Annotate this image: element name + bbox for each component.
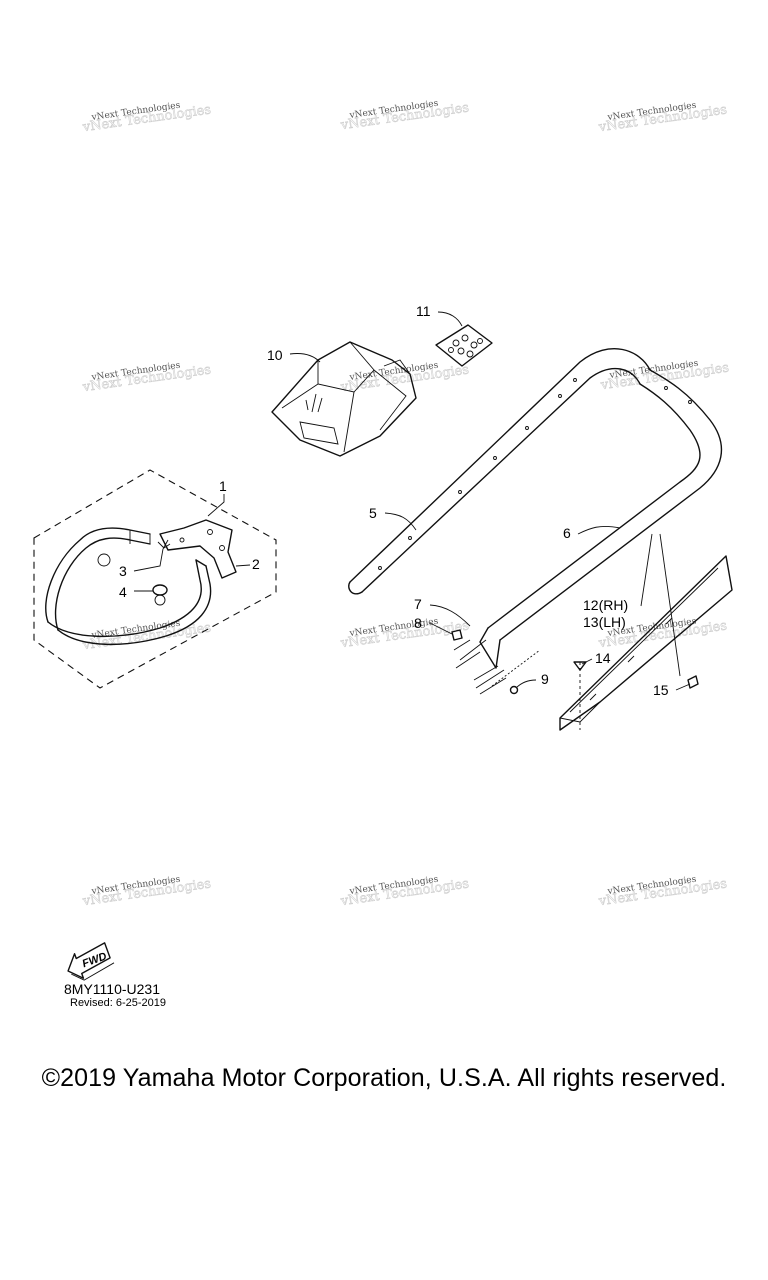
hardware-parts bbox=[451, 629, 699, 730]
callout-15: 15 bbox=[653, 682, 669, 698]
leader-12 bbox=[640, 533, 653, 607]
copyright-notice: ©2019 Yamaha Motor Corporation, U.S.A. A… bbox=[41, 1064, 727, 1092]
part-10-basket bbox=[271, 341, 417, 457]
leader-1 bbox=[207, 494, 225, 517]
leader-9 bbox=[515, 679, 537, 689]
watermark: vNext Technologies vNext Technologies bbox=[599, 359, 731, 394]
callout-2: 2 bbox=[252, 556, 260, 572]
watermark: vNext Technologies vNext Technologies bbox=[597, 875, 729, 910]
part-5-main-rail bbox=[348, 347, 651, 595]
leader-15 bbox=[675, 683, 691, 691]
revised-date: Revised: 6-25-2019 bbox=[70, 997, 167, 1009]
leader-5 bbox=[384, 512, 417, 531]
leader-3 bbox=[133, 548, 164, 572]
watermark: vNext Technologies vNext Technologies bbox=[81, 875, 213, 910]
leader-12b bbox=[659, 533, 681, 677]
watermark: vNext Technologies vNext Technologies bbox=[597, 101, 729, 136]
part-6-return-rail bbox=[479, 369, 723, 669]
part-11-plate bbox=[435, 324, 493, 367]
callouts: 1 2 3 4 5 6 7 8 9 10 11 12(RH) 13(LH) 14… bbox=[119, 303, 669, 698]
callout-5: 5 bbox=[369, 505, 377, 521]
callout-14: 14 bbox=[595, 650, 611, 666]
watermark: vNext Technologies vNext Technologies bbox=[339, 99, 471, 134]
watermark: vNext Technologies vNext Technologies bbox=[81, 619, 213, 654]
callout-10: 10 bbox=[267, 347, 283, 363]
part-3-4-fasteners bbox=[152, 539, 171, 596]
callout-4: 4 bbox=[119, 584, 127, 600]
callout-1: 1 bbox=[219, 478, 227, 494]
leader-10 bbox=[289, 353, 321, 363]
callout-11: 11 bbox=[416, 303, 431, 319]
fwd-arrow-icon: FWD bbox=[67, 942, 115, 981]
part-2-bracket bbox=[159, 519, 237, 579]
leader-lines bbox=[133, 311, 691, 691]
callout-9: 9 bbox=[541, 671, 549, 687]
watermark-grid: vNext Technologies vNext Technologies vN… bbox=[81, 99, 731, 910]
leader-14 bbox=[581, 658, 593, 665]
leader-2 bbox=[235, 564, 251, 567]
callout-8: 8 bbox=[414, 615, 422, 631]
watermark: vNext Technologies vNext Technologies bbox=[81, 101, 213, 136]
callout-12: 12(RH) bbox=[583, 597, 628, 613]
callout-6: 6 bbox=[563, 525, 571, 541]
part-1-guard-rail bbox=[45, 527, 212, 646]
callout-13: 13(LH) bbox=[583, 614, 626, 630]
watermark: vNext Technologies vNext Technologies bbox=[339, 617, 471, 652]
kit-outline bbox=[33, 469, 277, 689]
watermark: vNext Technologies vNext Technologies bbox=[339, 361, 471, 396]
leader-7 bbox=[429, 604, 471, 627]
leader-8 bbox=[429, 622, 453, 635]
callout-3: 3 bbox=[119, 563, 127, 579]
leader-11 bbox=[437, 311, 463, 327]
diagram-code: 8MY1110-U231 bbox=[64, 981, 160, 997]
watermark: vNext Technologies vNext Technologies bbox=[339, 875, 471, 910]
watermark: vNext Technologies vNext Technologies bbox=[81, 361, 213, 396]
leader-6 bbox=[577, 525, 621, 535]
callout-7: 7 bbox=[414, 596, 422, 612]
